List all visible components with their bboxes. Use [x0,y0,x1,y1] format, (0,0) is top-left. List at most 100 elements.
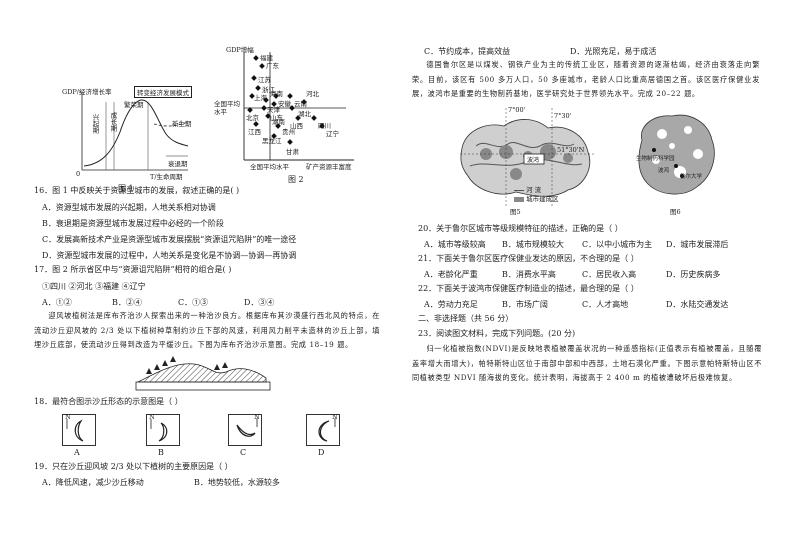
q22-option-c[interactable]: C．人才高地 [582,300,629,309]
label-hainan: 海南 [270,90,283,98]
label-beijing: 北京 [246,114,259,122]
q18-a-box: N [62,413,96,446]
label-tianjin: 天津 [267,106,280,114]
q18-b-label: B [158,448,164,457]
university-label: 鲁尔大学 [680,174,703,180]
q20-option-d[interactable]: D．城市发展滞后 [666,240,729,249]
q20-option-b[interactable]: B．城市规模较大 [502,240,564,249]
q21-option-a[interactable]: A．老龄化严重 [424,270,478,279]
q19-option-a[interactable]: A．降低风速，减少沙丘移动 [42,478,144,487]
q18-a-label: A [74,448,80,457]
label-gansu: 甘肃 [286,148,299,156]
point-jiangsu [251,75,257,81]
q21-stem: 21．下面关于鲁尔区医疗保健业发达的原因，不合理的是（ ） [418,254,639,263]
university-point [680,174,684,178]
q23-stem: 23．阅读图文材料，完成下列问题。(20 分) [418,329,576,338]
label-sichuan: 四川 [318,122,331,130]
trees [146,356,228,374]
label-shanghai: 上海 [254,94,267,102]
q18-a-dune-icon [66,419,84,442]
dune-intro: 迎风坡植树法是库布齐治沙人探索出来的一种治沙良方。根据库布其沙漠盛行西北风的特点… [34,311,380,349]
fig2-caption: 图 2 [288,175,304,184]
q20-option-c[interactable]: C．以中小城市为主 [582,240,653,249]
label-hubei: 湖北 [298,110,311,118]
figure-1-svg [81,92,189,171]
fig6-caption: 图6 [670,208,681,216]
q17-stem: 17．图 2 所示省区中与“资源诅咒陷阱”相符的组合是( ) [34,265,232,274]
dune-diagram-svg [135,356,271,391]
figure-5-svg [460,108,596,208]
legend-city: 城市建成区 [514,193,559,203]
label-jiangxi: 江西 [248,128,261,136]
point-hainan [261,105,267,111]
dune-shape [137,363,267,383]
figure-2-svg [243,52,354,161]
q18-d-label: D [318,448,325,457]
fig1-box-label: 转变经济发展模式 [134,86,192,98]
fig1-caption: 图 1 [118,184,134,193]
q17-option-a[interactable]: A．①② [42,298,72,307]
fig1-origin: 0 [76,170,81,178]
figure-1: GDP/经济增长率 转变经济发展模式 兴起期 成长期 繁荣期 新生期 衰退期 T… [62,82,192,182]
fig5-caption: 图5 [510,208,521,216]
fig1-y-label: GDP/经济增长率 [62,88,112,96]
label-hebei: 河北 [306,90,319,98]
q17-option-b[interactable]: B．②④ [112,298,142,307]
q18-b-dune-icon [150,419,168,442]
q20-option-a[interactable]: A．城市等级较高 [424,240,486,249]
q19-option-b[interactable]: B．地势较低，水源较多 [194,478,280,487]
ruhr-intro: 德国鲁尔区是以煤炭、钢铁产业为主的传统工业区，随着资源的逐渐枯竭，经济由衰落走向… [412,60,760,98]
q18-d-box: N [306,413,340,446]
label-anhui: 安徽 [278,100,291,108]
q21-option-c[interactable]: C．居民收入高 [582,270,637,279]
legend-river-label: 河 流 [526,186,542,194]
q18-b-box: N [146,413,180,446]
q18-stem: 18．最符合图示沙丘形态的示意图是（ ） [34,397,183,406]
point-sichuan [311,115,317,121]
label-liaoning: 辽宁 [326,130,339,138]
bochum-label: 波鸿 [527,157,540,164]
label-zhejiang: 浙江 [262,86,275,94]
lon2-label: 7°30' [554,112,572,120]
q16-option-c[interactable]: C．发展高新技术产业是资源型城市发展摆脱“资源诅咒陷阱”的唯一途径 [42,235,297,244]
label-yunnan: 云南 [294,100,307,108]
q17-items: ①四川 ②河北 ③福建 ④辽宁 [42,282,146,291]
legend-city-label: 城市建成区 [526,195,559,203]
q16-option-d[interactable]: D．资源型城市发展的过程中，人地关系是变化是不协调—协调—再协调 [42,251,297,260]
north-arrow-icon: N [65,413,71,421]
q17-option-c[interactable]: C．①③ [178,298,209,307]
stage-grow-label: 成长期 [109,112,117,132]
stage-peak-label: 繁荣期 [124,101,144,109]
stage-new-label: 新生期 [172,120,192,128]
figure-2: GDP增幅 全国平均水平 福建 广东 江苏 浙江 上海 天津 北京 山东 海南 … [214,42,360,172]
q20-stem: 20．关于鲁尔区城市等级规模特征的描述，正确的是（ ） [418,224,623,233]
q21-option-d[interactable]: D．历史疾病多 [666,270,721,279]
river-legend-icon [514,189,524,191]
q22-option-a[interactable]: A．劳动力充足 [424,300,478,309]
q18-c-box: N [228,413,262,446]
bochum-center-point [674,164,678,168]
label-fujian: 福建 [260,54,273,62]
q21-option-b[interactable]: B．消费水平高 [502,270,556,279]
q22-option-b[interactable]: B．市场广阔 [502,300,548,309]
point-fujian [253,55,259,61]
q19-option-c[interactable]: C．节约成本，提高效益 [424,47,511,56]
fig2-x-avg: 全国平均水平 [250,163,289,171]
q19-stem: 19．只在沙丘迎风坡 2/3 处以下植树的主要原因是（ ） [34,462,233,471]
new-growth-curve [153,121,189,127]
lat-label: 51°30'N [557,146,585,154]
science-park-label: 生物制药科学园 [636,156,675,162]
label-guizhou: 贵州 [282,128,295,136]
q19-option-d[interactable]: D．光照充足，易于成活 [570,47,657,56]
q16-option-b[interactable]: B．衰退期是资源型城市发展过程中必经的一个阶段 [42,219,224,228]
q22-stem: 22．下面关于波鸿市保健医疗制造业的描述，最合理的是（ ） [418,284,639,293]
legend-river: 河 流 [514,184,541,194]
figure-6-map: 生物制药科学园 波鸿 鲁尔大学 [632,110,718,202]
north-arrow-icon: N [332,413,338,421]
q17-option-d[interactable]: D．③④ [244,298,275,307]
q16-option-a[interactable]: A．资源型城市发展的兴起期，人地关系相对协调 [42,203,216,212]
label-guangdong: 广东 [266,62,279,70]
q22-option-d[interactable]: D．水陆交通发达 [666,300,729,309]
q16-stem: 16．图 1 中反映关于资源型城市的发展，叙述正确的是( ) [34,186,240,195]
stage-decline-label: 衰退期 [168,160,188,168]
